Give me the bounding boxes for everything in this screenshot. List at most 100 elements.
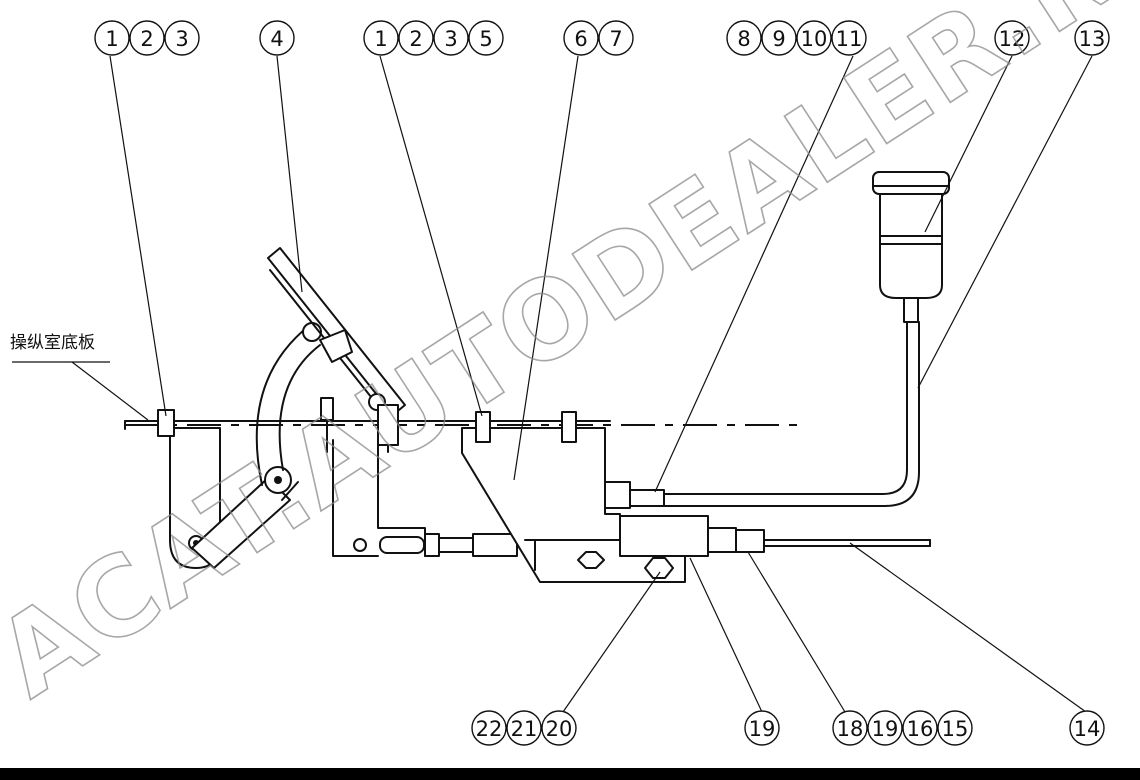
reservoir-outlet: [903, 297, 919, 323]
callout-circle: [867, 710, 903, 746]
callout-number: 19: [749, 717, 776, 741]
callout-circle: [433, 20, 469, 56]
bracket-hex-nut-2: [644, 557, 674, 579]
adjust-bolts: [320, 397, 399, 453]
callout-number: 12: [999, 27, 1026, 51]
hose-inner: [663, 321, 920, 507]
callout-number: 1: [105, 27, 118, 51]
link-arm-joint-center: [274, 476, 282, 484]
leader-8-11: [654, 55, 854, 493]
callout-number: 3: [175, 27, 188, 51]
pedal-link-arm: [191, 466, 299, 569]
callout-circle: [726, 20, 762, 56]
rod-nut-1: [424, 533, 440, 557]
cylinder-body: [619, 515, 709, 557]
callout-circle: [129, 20, 165, 56]
bracket-bolt-1: [475, 411, 491, 443]
callout-number: 10: [801, 27, 828, 51]
master-cylinder: [604, 481, 931, 557]
callout-number: 4: [270, 27, 283, 51]
leader-6-7: [513, 55, 579, 481]
callout-number: 9: [772, 27, 785, 51]
callout-number: 21: [511, 717, 538, 741]
bottom-callout-group-1: 19: [744, 710, 780, 746]
rod-clevis: [379, 536, 425, 554]
outlet-nut: [735, 529, 765, 553]
bottom-callout-group-2: 18 19 16 15: [832, 710, 973, 746]
callout-number: 8: [737, 27, 750, 51]
callout-number: 15: [942, 717, 969, 741]
outlet-fitting: [707, 527, 737, 553]
callout-number: 2: [140, 27, 153, 51]
cab-floor: [124, 420, 800, 430]
callout-number: 14: [1074, 717, 1101, 741]
callout-circle: [563, 20, 599, 56]
callout-circle: [94, 20, 130, 56]
callout-circle: [832, 710, 868, 746]
callout-number: 7: [609, 27, 622, 51]
callout-circle: [506, 710, 542, 746]
bottom-callout-group-3: 14: [1069, 710, 1105, 746]
callout-circle: [468, 20, 504, 56]
callout-circle: [471, 710, 507, 746]
callout-circle: [598, 20, 634, 56]
callout-circle: [541, 710, 577, 746]
callout-circle: [994, 20, 1030, 56]
leader-12: [924, 55, 1013, 233]
floor-label: 操纵室底板: [10, 333, 95, 353]
pedal-plate-hinge: [319, 329, 353, 363]
callout-circle: [831, 20, 867, 56]
rod-bracket-left: [332, 439, 379, 557]
callout-number: 5: [479, 27, 492, 51]
footer-bar: [0, 768, 1140, 780]
floor-label-leader: [71, 361, 149, 421]
callout-circle: [902, 710, 938, 746]
rod-clevis-pin: [353, 538, 367, 552]
top-callout-group-6: 13: [1074, 20, 1110, 56]
top-callout-group-5: 12: [994, 20, 1030, 56]
left-bolt: [157, 409, 175, 437]
leader-15-18: [747, 551, 846, 713]
reservoir-assembly: [663, 171, 950, 507]
callout-number: 11: [836, 27, 863, 51]
leader-lines: [12, 55, 1093, 713]
callout-circle: [259, 20, 295, 56]
rod-thread: [438, 537, 474, 553]
inlet-nut: [629, 489, 665, 507]
reservoir-body: [879, 193, 943, 299]
callout-number: 3: [444, 27, 457, 51]
callout-circle: [398, 20, 434, 56]
callout-number: 18: [837, 717, 864, 741]
curved-arm-outer: [255, 324, 311, 486]
callout-number: 20: [546, 717, 573, 741]
callout-circle: [937, 710, 973, 746]
bracket-hex-nut-1: [577, 551, 605, 569]
cylinder-inlet-fitting: [604, 481, 631, 509]
callout-circle: [1074, 20, 1110, 56]
hose-outer: [663, 321, 908, 495]
rod-sleeve: [472, 533, 518, 557]
callout-number: 19: [872, 717, 899, 741]
callout-number: 22: [476, 717, 503, 741]
leader-19: [689, 557, 763, 713]
link-arm-clip: [281, 481, 299, 501]
top-callout-group-1: 4: [259, 20, 295, 56]
curved-arm-inner: [278, 344, 321, 471]
leader-1-2-3-left: [109, 55, 167, 417]
callout-circle: [796, 20, 832, 56]
callout-circle: [164, 20, 200, 56]
leader-14: [849, 542, 1087, 713]
callout-number: 13: [1079, 27, 1106, 51]
link-arm-body: [191, 477, 291, 569]
callout-number: 2: [409, 27, 422, 51]
bracket-bolt-2: [561, 411, 577, 443]
bottom-callout-group-0: 22 21 20: [471, 710, 577, 746]
callout-number: 16: [907, 717, 934, 741]
